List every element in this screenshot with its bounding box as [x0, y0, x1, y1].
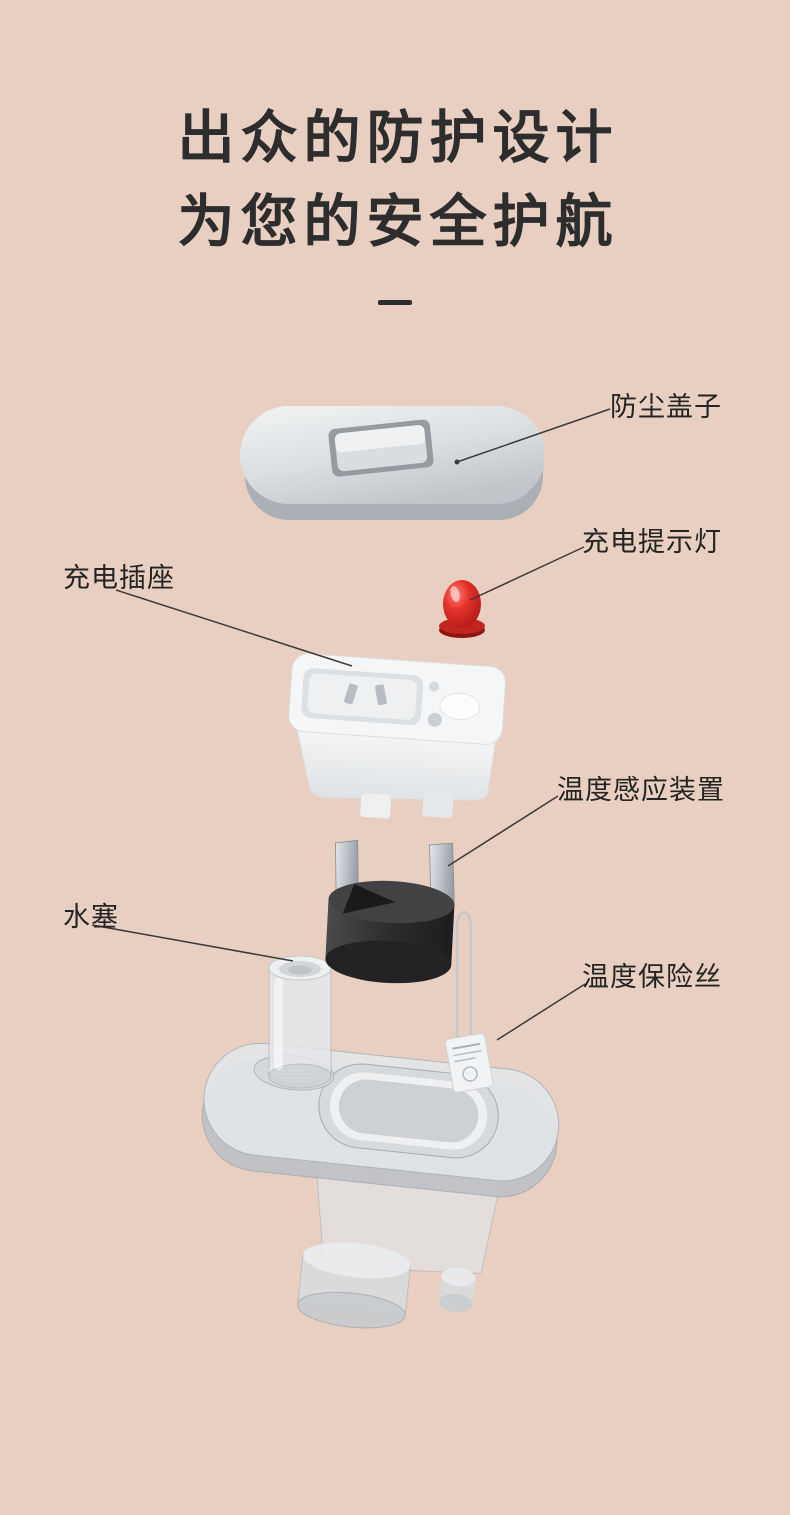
callout-temp-fuse: 温度保险丝	[582, 962, 722, 992]
callout-water-plug: 水塞	[63, 902, 119, 932]
water-plug-part	[268, 955, 332, 1089]
temp-fuse-part	[444, 910, 494, 1093]
title-line-1: 出众的防护设计	[177, 106, 619, 170]
callout-dust-cover: 防尘盖子	[610, 392, 722, 422]
callout-charge-light: 充电提示灯	[582, 527, 722, 557]
leader-lines	[91, 408, 611, 1041]
base-part	[201, 1042, 560, 1329]
charge-light-part	[439, 580, 485, 638]
page-title: 出众的防护设计 为您的安全护航	[0, 96, 790, 305]
callout-temp-sensor: 温度感应装置	[557, 775, 725, 805]
title-divider	[378, 300, 412, 305]
temp-sensor-part	[325, 839, 455, 984]
dust-cover-part	[240, 406, 545, 520]
callout-charge-socket: 充电插座	[63, 563, 175, 593]
title-line-2: 为您的安全护航	[177, 190, 619, 254]
charge-socket-part	[288, 653, 507, 819]
